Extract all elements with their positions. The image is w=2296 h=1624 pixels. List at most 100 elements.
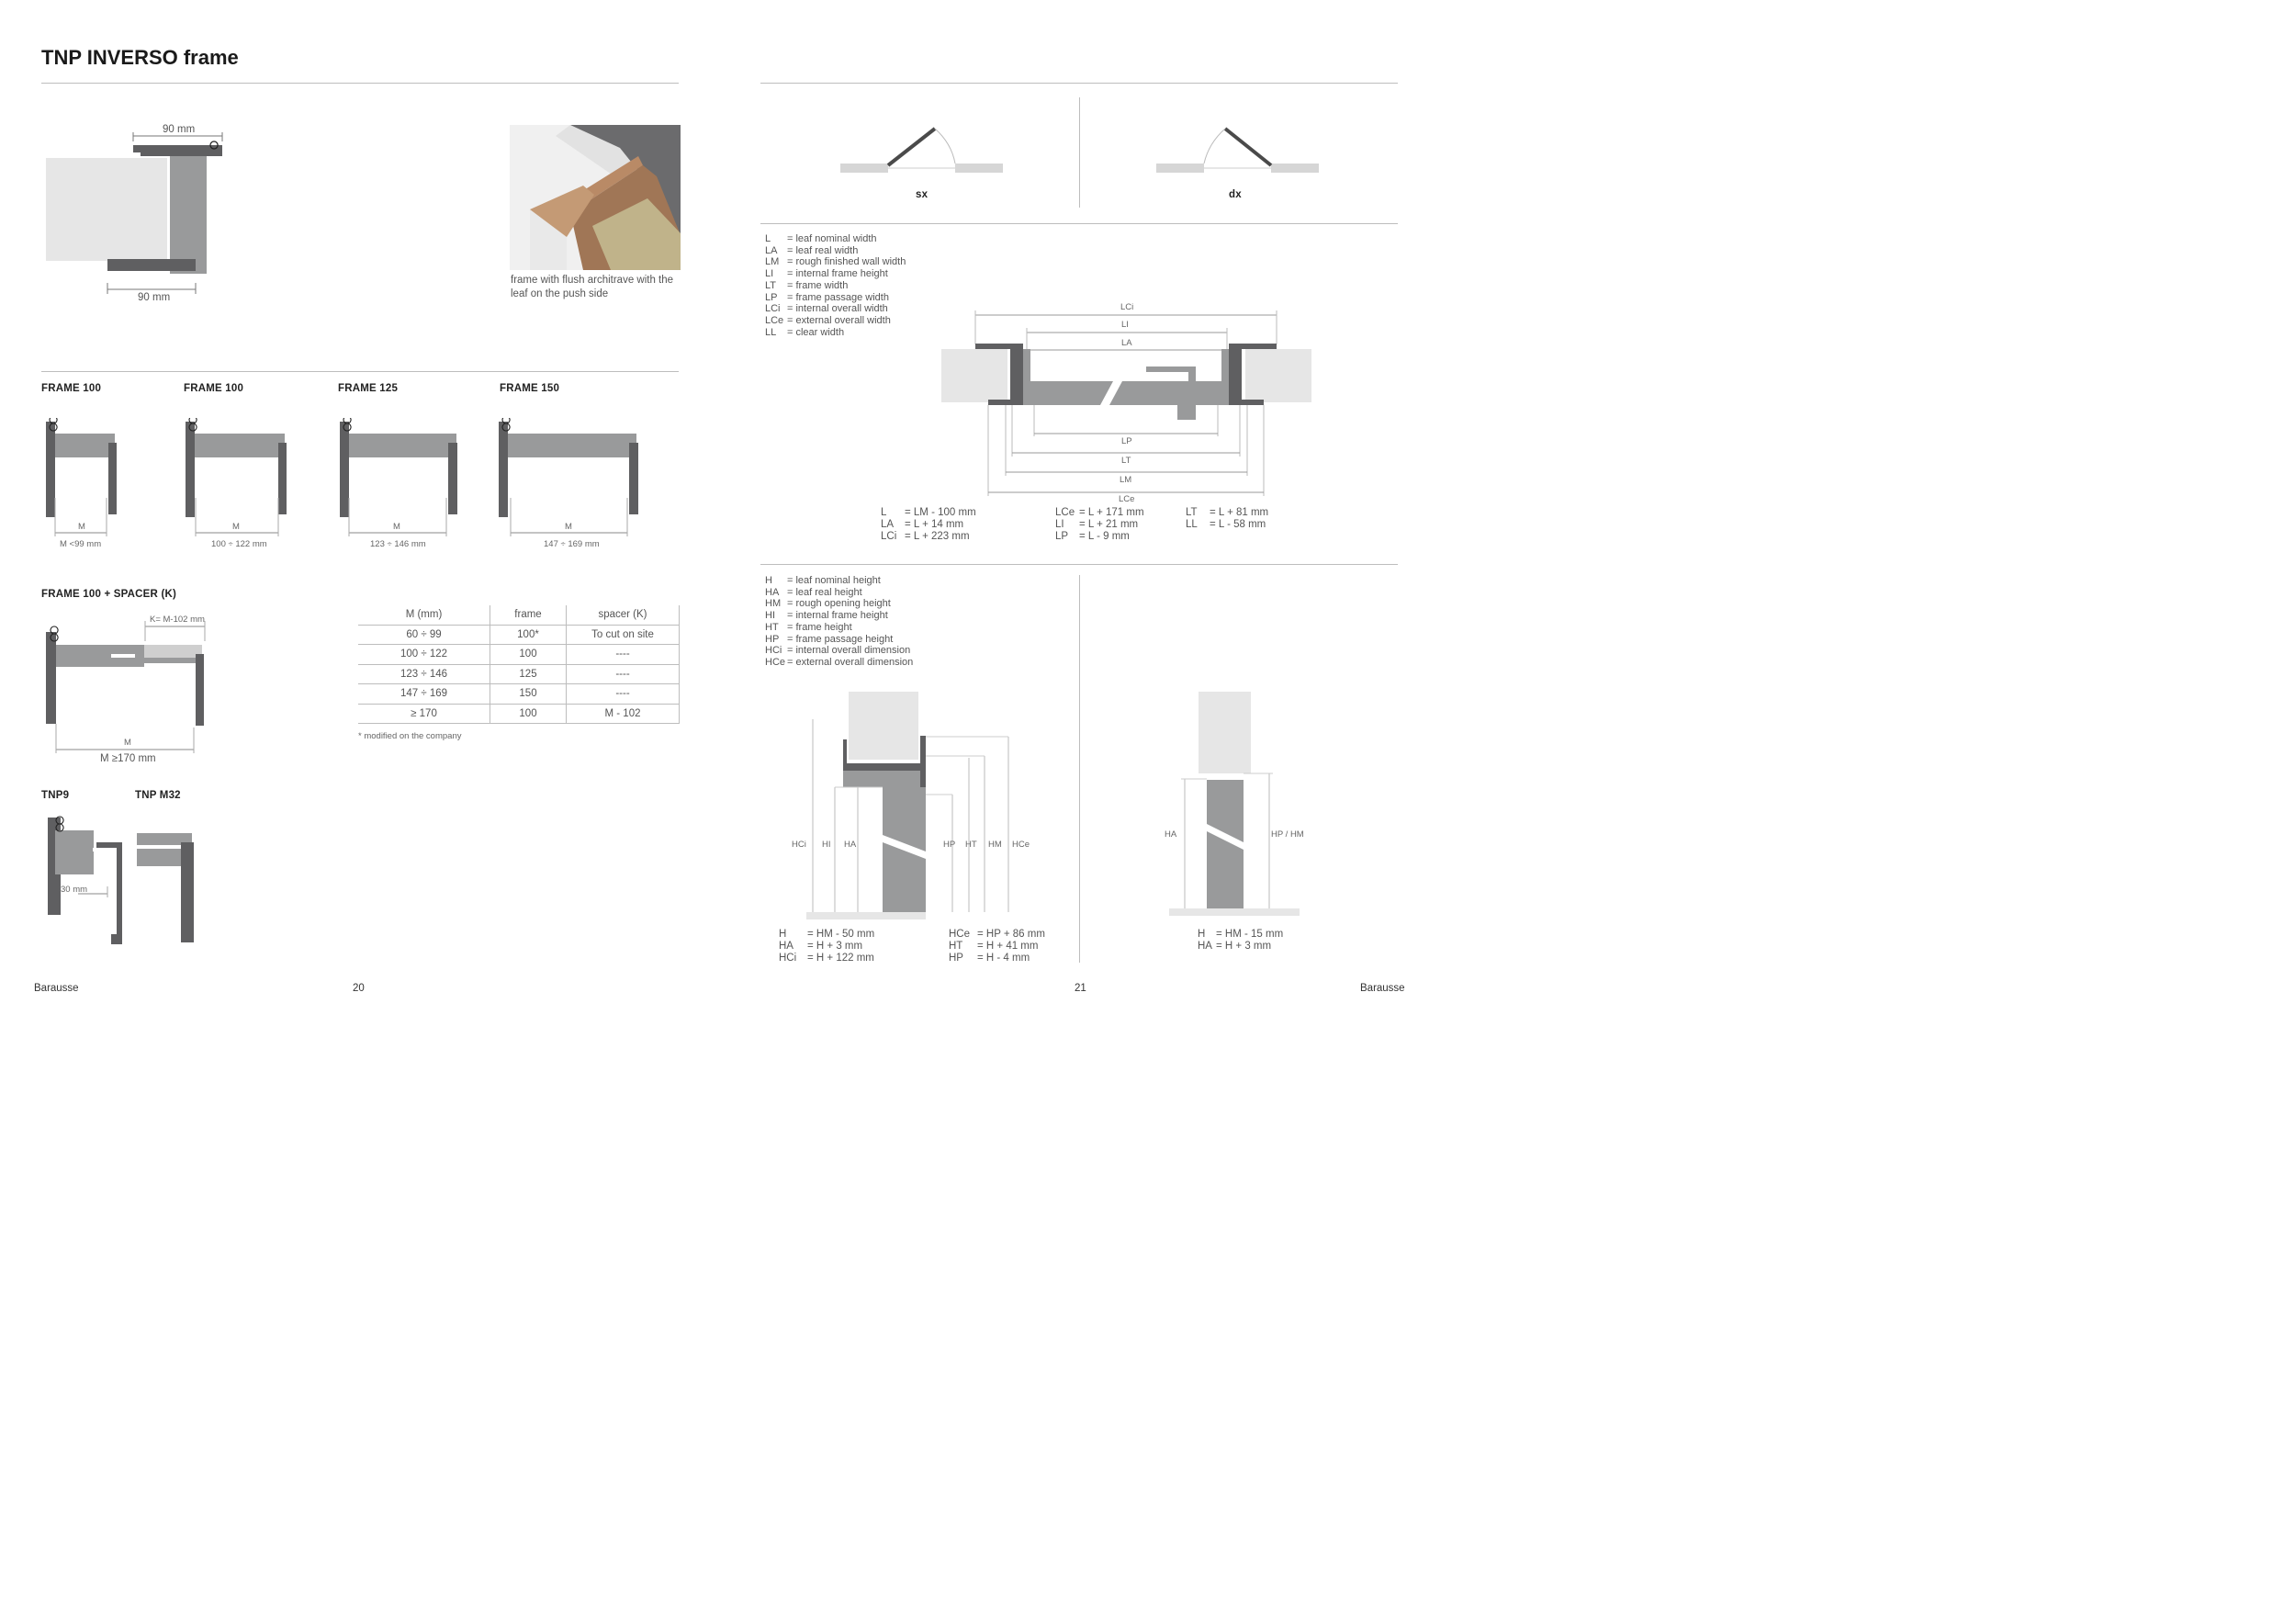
frame-125-drawing xyxy=(340,418,457,517)
frame-1-m: M xyxy=(78,522,85,532)
plan-dim-lce: LCe xyxy=(1119,494,1135,504)
elev-label-hi: HI xyxy=(822,840,831,850)
title-rule xyxy=(41,83,679,84)
formula-value: = H + 3 mm xyxy=(1216,940,1272,952)
table-cell: 100 ÷ 122 xyxy=(358,644,490,665)
footer-page-left: 20 xyxy=(353,983,365,994)
frame-3-range: 123 ÷ 146 mm xyxy=(370,539,426,549)
formula-key: L xyxy=(881,507,887,518)
legend-key: LM xyxy=(765,256,780,268)
plan-dim-lci: LCi xyxy=(1120,302,1134,312)
formula-value: = L - 9 mm xyxy=(1079,530,1130,542)
formula-key: LT xyxy=(1186,507,1198,518)
table-row: 100 ÷ 122 100 ---- xyxy=(358,644,680,665)
formula-key: H xyxy=(779,929,787,940)
leaf-panel xyxy=(46,158,167,261)
legend-key: LCi xyxy=(765,303,781,315)
formula-key: HCe xyxy=(949,929,971,940)
elev2-label-hphm: HP / HM xyxy=(1271,829,1304,840)
formula-value: = H + 41 mm xyxy=(977,940,1039,952)
height-formulas-col1: H= HM - 50 mm HA= H + 3 mm HCi= H + 122 … xyxy=(779,929,874,964)
legend-value: = external overall width xyxy=(787,314,891,326)
footer-brand-left: Barausse xyxy=(34,983,79,994)
right-top-rule xyxy=(760,83,1398,84)
dim-bottom: 90 mm xyxy=(138,292,171,303)
frame-150-drawing xyxy=(499,418,638,517)
formula-value: = H + 122 mm xyxy=(807,952,874,964)
spacer-range: M ≥170 mm xyxy=(100,753,156,764)
frame-2-m: M xyxy=(232,522,240,532)
formula-key: LL xyxy=(1186,518,1198,530)
elevation-drawing-1 xyxy=(806,692,1009,919)
table-row: 123 ÷ 146 125 ---- xyxy=(358,663,680,684)
formula-value: = H - 4 mm xyxy=(977,952,1030,964)
legend-key: HI xyxy=(765,610,775,622)
right-rule-3 xyxy=(760,564,1398,565)
legend-value: = internal overall dimension xyxy=(787,645,911,657)
formula-key: HA xyxy=(779,940,793,952)
legend-value: = external overall dimension xyxy=(787,656,914,668)
formula-value: = L + 14 mm xyxy=(905,518,964,530)
legend-value: = leaf nominal width xyxy=(787,233,877,244)
table-row: 147 ÷ 169 150 ---- xyxy=(358,683,680,705)
legend-value: = clear width xyxy=(787,326,845,338)
legend-key: LT xyxy=(765,279,777,291)
footer-page-right: 21 xyxy=(1075,983,1086,994)
spacer-k-dim: K= M-102 mm xyxy=(150,615,205,625)
legend-value: = frame height xyxy=(787,621,852,633)
elevation-drawing-2 xyxy=(1169,692,1300,916)
legend-value: = internal overall width xyxy=(787,303,888,315)
formula-value: = H + 3 mm xyxy=(807,940,863,952)
frame-3-m: M xyxy=(393,522,400,532)
legend-key: L xyxy=(765,233,771,244)
height-formulas-col2: HCe= HP + 86 mm HT= H + 41 mm HP= H - 4 … xyxy=(949,929,1045,964)
legend-value: = frame passage height xyxy=(787,633,894,645)
table-header: spacer (K) xyxy=(566,605,680,626)
legend-key: LA xyxy=(765,244,778,256)
legend-value: = frame passage width xyxy=(787,291,889,303)
tnpm32-label: TNP M32 xyxy=(135,790,181,801)
legend-key: HP xyxy=(765,633,780,645)
table-cell: ≥ 170 xyxy=(358,703,490,724)
height-formulas-2: H= HM - 15 mm HA= H + 3 mm xyxy=(1198,929,1283,953)
formula-key: LCi xyxy=(881,530,897,542)
frame-dimension-lines xyxy=(54,498,628,536)
frame-2-range: 100 ÷ 122 mm xyxy=(211,539,267,549)
legend-value: = leaf nominal height xyxy=(787,575,881,586)
table-cell: 147 ÷ 169 xyxy=(358,683,490,705)
legend-value: = internal frame height xyxy=(787,610,888,622)
table-header: M (mm) xyxy=(358,605,490,626)
photo-caption: frame with flush architrave with the lea… xyxy=(511,275,674,299)
footer-brand-right: Barausse xyxy=(1360,983,1405,994)
elev2-label-ha: HA xyxy=(1165,829,1177,840)
frame-4-m: M xyxy=(565,522,572,532)
formula-key: LA xyxy=(881,518,895,530)
table-header: frame xyxy=(490,605,567,626)
width-formulas-col1: L= LM - 100 mm LA= L + 14 mm LCi= L + 22… xyxy=(881,507,976,542)
frame-label-3: FRAME 125 xyxy=(338,383,399,394)
table-cell: ---- xyxy=(566,683,680,705)
legend-key: LP xyxy=(765,291,778,303)
frame-spec-table: M (mm) frame spacer (K) 60 ÷ 99 100* To … xyxy=(358,605,680,724)
width-legend: L = leaf nominal width LA = leaf real widt… xyxy=(765,233,906,338)
formula-value: = L - 58 mm xyxy=(1210,518,1266,530)
formula-value: = LM - 100 mm xyxy=(905,507,976,518)
legend-value: = frame width xyxy=(787,279,849,291)
legend-key: HT xyxy=(765,621,779,633)
swing-divider xyxy=(1079,97,1080,208)
spacer-m: M xyxy=(124,738,131,748)
formula-key: LP xyxy=(1055,530,1069,542)
width-formulas-col2: LCe= L + 171 mm LI= L + 21 mm LP= L - 9 … xyxy=(1055,507,1144,542)
formula-key: H xyxy=(1198,929,1206,940)
table-row: 60 ÷ 99 100* To cut on site xyxy=(358,624,680,645)
table-cell: 123 ÷ 146 xyxy=(358,663,490,684)
plan-dim-lm: LM xyxy=(1120,475,1132,485)
table-row: ≥ 170 100 M - 102 xyxy=(358,703,680,724)
legend-value: = leaf real width xyxy=(787,244,859,256)
table-cell: 100* xyxy=(490,624,567,645)
tnpm32-drawing xyxy=(137,833,194,942)
table-cell: To cut on site xyxy=(566,624,680,645)
legend-value: = leaf real height xyxy=(787,586,862,598)
formula-value: = L + 21 mm xyxy=(1079,518,1139,530)
legend-key: HA xyxy=(765,586,780,598)
